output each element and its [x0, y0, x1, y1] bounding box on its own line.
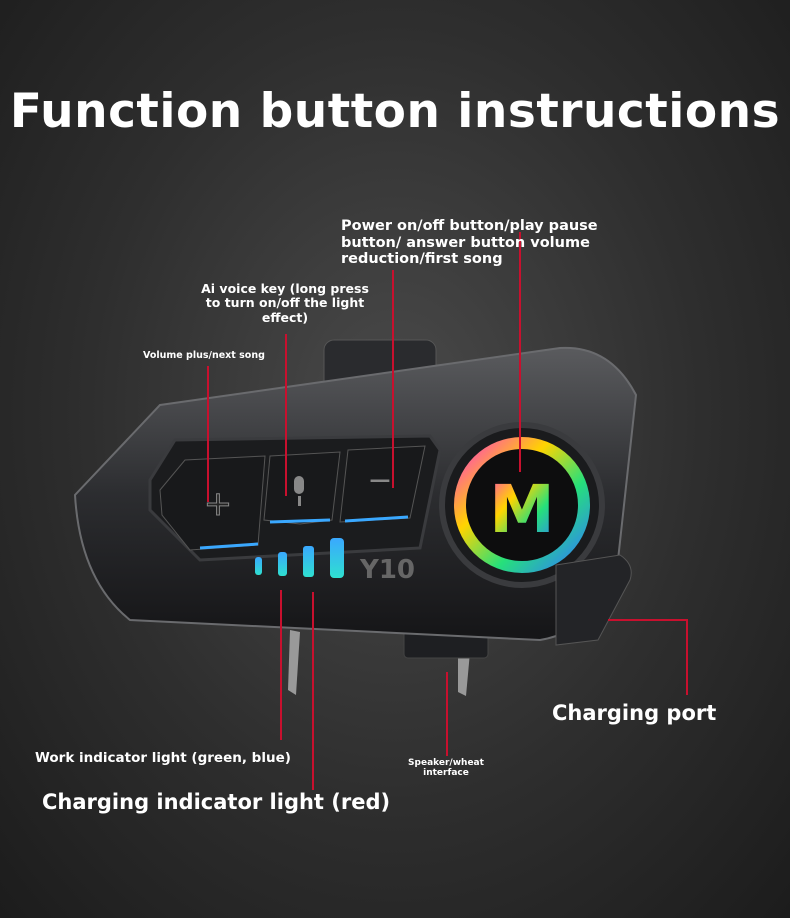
charging-port-flap: [555, 554, 632, 646]
leader-line-volume-plus: [207, 366, 209, 502]
mount-leg: [458, 650, 470, 696]
minus-symbol: −: [367, 463, 392, 498]
label-charging-port: Charging port: [552, 701, 717, 725]
leader-line-speaker: [446, 672, 448, 756]
label-charging-indicator: Charging indicator light (red): [42, 790, 391, 814]
label-work-indicator: Work indicator light (green, blue): [35, 750, 291, 766]
leader-line-ai-voice: [285, 334, 287, 496]
brand-logo: M: [489, 471, 555, 548]
leader-line-charging-indicator: [312, 592, 314, 790]
page-title: Function button instructions: [9, 84, 781, 139]
volume-minus-button: [339, 445, 426, 523]
leader-line-power: [519, 232, 521, 472]
indicator-leds: [255, 538, 344, 578]
label-ai-voice-key: Ai voice key (long press to turn on/off …: [201, 281, 369, 325]
label-speaker-interface: Speaker/wheat interface: [408, 758, 484, 779]
leader-line-charging-port-v: [686, 619, 688, 695]
leader-line-charging-port: [608, 619, 688, 621]
leader-line-work-indicator: [280, 590, 282, 740]
mount-leg: [288, 630, 300, 695]
label-power-button: Power on/off button/play pause button/ a…: [341, 218, 598, 268]
leader-line-volume-minus: [392, 270, 394, 488]
model-label: Y10: [359, 555, 415, 585]
label-volume-plus: Volume plus/next song: [143, 350, 265, 361]
microphone-icon: [294, 476, 304, 506]
